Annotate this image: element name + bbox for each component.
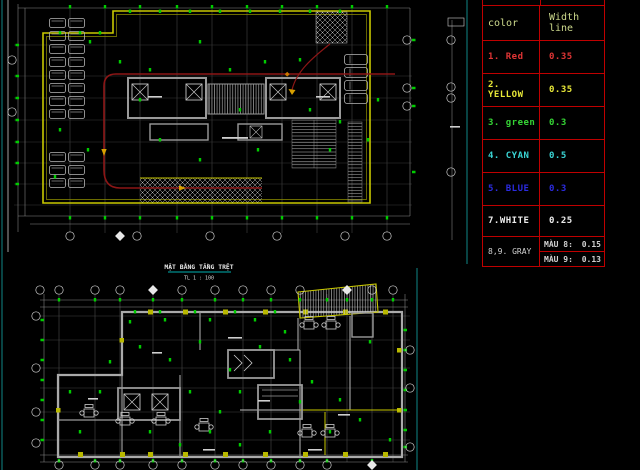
color-name: 5. BLUE: [483, 173, 540, 205]
width-column-header: Width line: [549, 12, 580, 34]
color-column-header: color: [483, 6, 540, 40]
label-blobs-top: [148, 17, 465, 139]
color-name: 3. green: [483, 107, 540, 139]
yellow-wall-top-plan: [42, 10, 371, 204]
motorbike-racks: [291, 119, 363, 203]
ramp-hatch-top-right: [315, 11, 348, 44]
gray-8-width: MÀU 8: 0.15: [544, 239, 601, 249]
core-top-plan: [127, 77, 341, 141]
width-value: 0.35: [549, 85, 573, 95]
ramp-hatch-bottom-plan: [297, 283, 379, 319]
table-header-row: color Width line: [483, 6, 604, 41]
circulation-path: [101, 43, 395, 191]
grid-lines-bottom: [40, 294, 410, 462]
ramp-hatch-main: [140, 177, 262, 204]
plan-title: MẶT BẰNG TẦNG TRỆT: [164, 261, 233, 271]
parking-cars-left: [49, 18, 85, 188]
color-name: 2. YELLOW: [483, 74, 540, 106]
plan-bottom-ground-floor: MẶT BẰNG TẦNG TRỆT TL 1 : 100: [31, 261, 415, 470]
width-value: 0.35: [549, 52, 573, 62]
width-value: 0.5: [549, 151, 567, 161]
table-row-green: 3. green 0.3: [483, 107, 604, 140]
table-row-white: 7.WHITE 0.25: [483, 206, 604, 237]
color-name: 8,9. GRAY: [483, 237, 540, 266]
grid-bubbles-top: [7, 35, 456, 241]
table-row-gray: 8,9. GRAY MÀU 8: 0.15 MÀU 9: 0.13: [483, 237, 604, 267]
dimension-ticks-top: [15, 5, 416, 220]
parking-cars-right: [344, 54, 368, 104]
table-row-red: 1. Red 0.35: [483, 41, 604, 74]
building-outline-bottom: [56, 310, 404, 459]
dimension-lines-top: [17, 4, 453, 240]
color-name: 1. Red: [483, 41, 540, 73]
label-blobs-bottom: [88, 337, 350, 451]
table-row-yellow: 2. YELLOW 0.35: [483, 74, 604, 107]
core-bottom-plan: [117, 312, 374, 421]
plan-top-basement: [7, 4, 465, 241]
plan-scale: TL 1 : 100: [184, 276, 214, 282]
yellow-accents-bottom: [56, 309, 402, 457]
paper-size-label: Khổ A1: [553, 0, 592, 3]
width-value: 0.3: [549, 184, 567, 194]
gray-9-width: MÀU 9: 0.13: [540, 251, 604, 266]
line-width-table: Khổ A1 color Width line 1. Red 0.35 2. Y…: [482, 0, 605, 267]
color-name: 7.WHITE: [483, 206, 540, 236]
table-row-blue: 5. BLUE 0.3: [483, 173, 604, 206]
color-name: 4. CYAN: [483, 140, 540, 172]
table-row-cyan: 4. CYAN 0.5: [483, 140, 604, 173]
table-top-row: Khổ A1: [483, 0, 604, 6]
grid-bubbles-bottom: [31, 285, 415, 470]
width-value: 0.25: [549, 216, 573, 226]
width-value: 0.3: [549, 118, 567, 128]
cad-drawing-canvas[interactable]: MẶT BẰNG TẦNG TRỆT TL 1 : 100: [0, 0, 480, 470]
